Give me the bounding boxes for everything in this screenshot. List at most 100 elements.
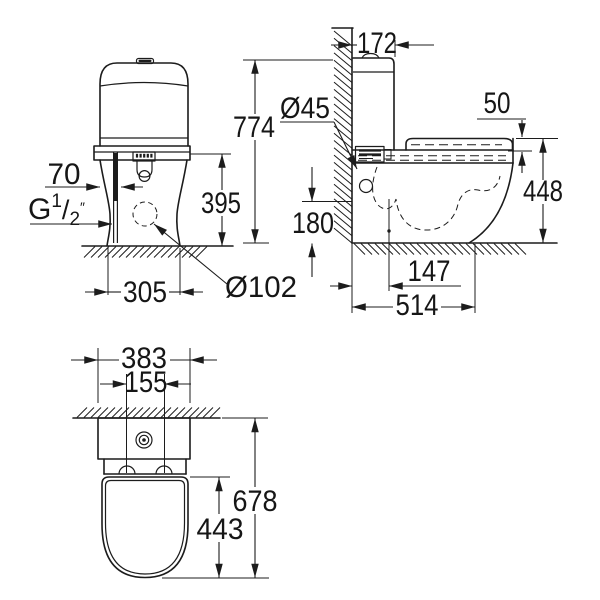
- hatch-line: [153, 246, 166, 258]
- hatch-line: [160, 246, 173, 258]
- hatch-line: [83, 407, 95, 418]
- dim-side-supply-dia-45: Ø45: [280, 92, 358, 170]
- plan-tank-base-band: [103, 458, 187, 475]
- hatch-line: [333, 59, 353, 76]
- hatch-line: [402, 243, 415, 255]
- hatch-line: [153, 407, 165, 418]
- plan-flush-button: [135, 431, 153, 449]
- hatch-line: [125, 246, 138, 258]
- dim-label-g12: G1/2″: [28, 191, 85, 230]
- plan-seat-inner: [104, 479, 186, 575]
- hatch-line: [111, 407, 123, 418]
- hatch-line: [333, 227, 353, 244]
- side-cistern-knob: [361, 52, 380, 59]
- plan-cistern-outline: [97, 417, 191, 460]
- hatch-line: [486, 243, 499, 255]
- hatch-line: [333, 118, 353, 134]
- front-cistern-outline: [99, 62, 189, 147]
- dim-label-50: 50: [484, 87, 511, 120]
- hatch-line: [458, 243, 471, 255]
- hatch-line: [118, 407, 130, 418]
- side-bowl-front-curve: [468, 162, 514, 244]
- dim-side-seat-height-448: 448: [516, 138, 563, 243]
- hatch-line: [97, 407, 109, 418]
- hatch-line: [333, 176, 353, 193]
- hatch-line: [479, 243, 492, 255]
- hatch-line: [139, 407, 151, 418]
- plan-seat-outer: [101, 476, 189, 579]
- dim-side-supply-height-180: 180: [292, 167, 352, 277]
- dim-front-pipe-offset-70: 70: [45, 158, 143, 191]
- side-cistern-outline: [352, 57, 395, 151]
- hatch-line: [146, 246, 159, 258]
- dim-side-outlet-offset-147: 147: [330, 199, 461, 291]
- hatch-line: [111, 246, 124, 258]
- hatch-line: [388, 243, 401, 255]
- front-flush-valve-ticks: [135, 153, 153, 158]
- hatch-line: [90, 407, 102, 418]
- hatch-line: [83, 246, 96, 258]
- hatch-line: [333, 183, 353, 200]
- plan-wall-hatch: [76, 407, 221, 418]
- dim-label-443: 443: [197, 513, 244, 546]
- hatch-line: [333, 110, 353, 127]
- dim-plan-tank-width-383: 383: [71, 342, 217, 403]
- side-view: [331, 27, 558, 313]
- dim-plan-total-depth-678: 678: [162, 417, 278, 579]
- hatch-line: [333, 96, 353, 113]
- hatch-line: [374, 243, 387, 255]
- dim-label-o102: Ø102: [225, 271, 297, 304]
- hatch-line: [104, 246, 117, 258]
- front-valve-housing: [136, 161, 153, 178]
- dim-front-supply-thread-g12: G1/2″: [28, 191, 112, 230]
- dim-side-seat-clearance-50: 50: [477, 87, 532, 173]
- side-supply-hole: [358, 178, 374, 194]
- hatch-line: [333, 103, 353, 120]
- hatch-line: [333, 67, 353, 83]
- side-rim-and-seat: [352, 137, 514, 164]
- front-flush-button: [135, 57, 155, 65]
- hatch-line: [125, 407, 137, 418]
- front-bowl-right-edge: [176, 159, 188, 247]
- hatch-line: [333, 52, 353, 69]
- hatch-line: [195, 407, 207, 418]
- dim-plan-hinge-spacing-155: 155: [100, 366, 191, 473]
- hatch-line: [333, 147, 353, 164]
- dim-label-305: 305: [123, 276, 167, 309]
- side-floor-hatch: [353, 243, 527, 255]
- hatch-line: [174, 407, 186, 418]
- side-fill-valve: [354, 145, 392, 163]
- dim-label-678: 678: [233, 485, 278, 518]
- hatch-line: [437, 243, 450, 255]
- front-valve-cap: [138, 170, 151, 183]
- dim-label-180: 180: [292, 207, 334, 240]
- dim-label-383: 383: [121, 342, 167, 375]
- dim-label-70: 70: [48, 158, 81, 191]
- dim-front-rim-height-395: 395: [190, 153, 241, 246]
- front-supply-pipe: [112, 152, 119, 243]
- dim-label-147: 147: [408, 255, 451, 288]
- front-outlet-circle: [132, 201, 158, 227]
- hatch-line: [333, 74, 353, 91]
- hatch-line: [333, 45, 353, 61]
- hatch-line: [333, 191, 353, 207]
- dim-side-total-depth-514: 514: [352, 244, 476, 322]
- hatch-line: [333, 205, 353, 222]
- hatch-line: [507, 243, 520, 255]
- hatch-line: [132, 246, 145, 258]
- hatch-line: [76, 407, 88, 418]
- hatch-line: [430, 243, 443, 255]
- dim-total-height-774: 774: [233, 59, 333, 244]
- dim-label-448: 448: [523, 175, 563, 208]
- hatch-line: [451, 243, 464, 255]
- front-cistern-lid-seam: [99, 81, 189, 87]
- hatch-line: [195, 246, 208, 258]
- hatch-line: [333, 213, 353, 229]
- hatch-line: [333, 81, 353, 98]
- dim-label-172: 172: [357, 27, 397, 60]
- side-seat-lid: [405, 137, 514, 151]
- hatch-line: [416, 243, 429, 255]
- front-tank-base-band: [93, 145, 191, 161]
